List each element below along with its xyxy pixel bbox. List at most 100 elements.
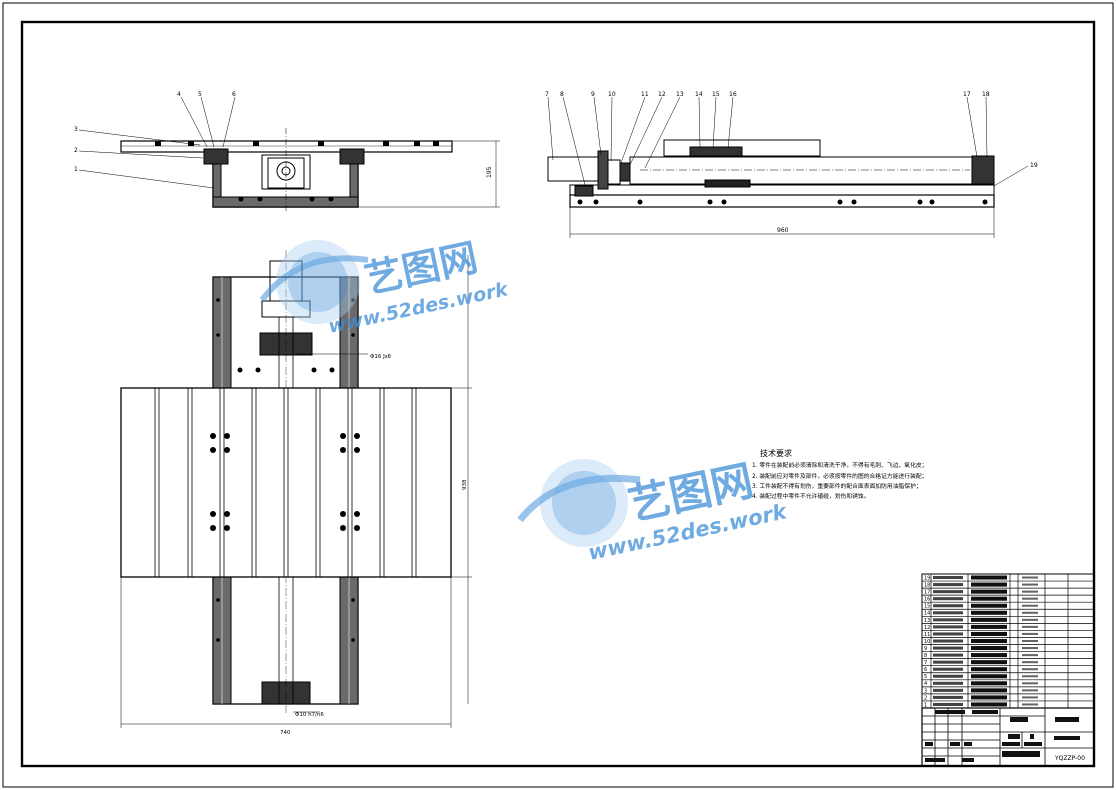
globe-logo-icon: [259, 240, 369, 324]
balloon: 13: [676, 91, 684, 98]
side-view-labels: 7 8 9 10 11 12 13 14 15 16 17 18 19 960: [545, 91, 1038, 234]
bom-item-number: 5: [924, 674, 927, 680]
bom-redacted-cell: [971, 702, 1007, 707]
bom-item-number: 3: [924, 688, 927, 694]
balloon: 3: [74, 126, 78, 133]
watermark-logo: 艺图网 www.52des.work: [517, 456, 791, 565]
balloon: 15: [712, 91, 720, 98]
bom-redacted-cell: [971, 646, 1007, 651]
bom-material-cell: [1022, 696, 1038, 699]
balloon: 18: [982, 91, 990, 98]
bom-material-cell: [1022, 689, 1038, 692]
bom-redactions: [933, 575, 1038, 707]
bore-fit-label: Φ10 h7/n6: [295, 712, 324, 718]
bom-code-cell: [933, 590, 963, 594]
balloon: 14: [695, 91, 703, 98]
bom-code-cell: [933, 618, 963, 622]
bom-redacted-cell: [971, 638, 1007, 644]
bom-material-cell: [1022, 618, 1038, 621]
balloon: 19: [1030, 162, 1038, 169]
bom-redacted-cell: [971, 695, 1007, 700]
bom-redacted-cell: [971, 624, 1007, 629]
end-section-view: [78, 96, 500, 212]
bom-code-cell: [933, 667, 963, 671]
bom-redacted-cell: [971, 582, 1007, 587]
bom-code-cell: [933, 681, 963, 685]
bom-code-cell: [933, 639, 963, 643]
bom-item-number: 1: [924, 702, 927, 708]
bom-material-cell: [1022, 675, 1038, 678]
bom-redacted-cell: [971, 667, 1007, 672]
parts-list: [921, 573, 1095, 709]
bom-material-cell: [1022, 647, 1038, 650]
bom-item-number: 9: [924, 646, 927, 652]
balloon: 17: [963, 91, 971, 98]
bom-code-cell: [933, 660, 963, 664]
balloon: 6: [232, 91, 236, 98]
tech-req-line: 4. 装配过程中零件不允许磕碰，划伤和锈蚀。: [752, 492, 870, 500]
drawing-number: YQZZP-00: [1054, 755, 1085, 762]
balloon: 4: [177, 91, 181, 98]
bom-material-cell: [1022, 625, 1038, 628]
bom-material-cell: [1022, 597, 1038, 600]
bom-item-number: 8: [924, 653, 927, 659]
bom-redacted-cell: [971, 589, 1007, 594]
bom-code-cell: [933, 576, 963, 580]
tech-req-line: 1. 零件在装配前必须清除和清洗干净，不得有毛刺、飞边、氧化皮；: [752, 461, 927, 469]
bom-item-number: 10: [924, 639, 930, 645]
bom-redacted-cell: [971, 688, 1007, 693]
bom-code-cell: [933, 625, 963, 629]
end-view-labels: 3 2 1 4 5 6 195: [74, 91, 493, 178]
bom-redacted-cell: [971, 617, 1007, 622]
bom-code-cell: [933, 597, 963, 601]
bom-code-cell: [933, 632, 963, 636]
bom-item-number: 19: [924, 575, 930, 581]
balloon: 8: [560, 91, 564, 98]
bom-material-cell: [1022, 668, 1038, 671]
tech-req-line: 2. 装配前应对零件及部件，必须按零件的图的合格证方能进行装配；: [752, 472, 927, 480]
bom-item-number: 13: [924, 618, 930, 624]
bom-code-cell: [933, 674, 963, 678]
bom-code-cell: [933, 646, 963, 650]
bom-redacted-cell: [971, 596, 1007, 601]
bom-redacted-cell: [971, 575, 1007, 580]
bom-code-cell: [933, 653, 963, 657]
side-elevation-view: [547, 96, 1029, 238]
bom-code-cell: [933, 702, 963, 706]
watermark-logo: 艺图网 www.52des.work: [259, 235, 511, 338]
plan-view-labels: Φ16 Js6 Φ10 h7/n6 938 740: [280, 354, 468, 736]
technical-requirements: 技术要求 1. 零件在装配前必须清除和清洗干净，不得有毛刺、飞边、氧化皮； 2.…: [752, 448, 927, 500]
bom-material-cell: [1022, 590, 1038, 593]
bom-redacted-cell: [971, 610, 1007, 615]
bom-redacted-cell: [971, 631, 1007, 636]
bom-code-cell: [933, 583, 963, 587]
bom-item-number: 6: [924, 667, 927, 673]
bom-code-cell: [933, 695, 963, 699]
balloon: 7: [545, 91, 549, 98]
bom-code-cell: [933, 611, 963, 615]
bom-item-number: 4: [924, 681, 927, 687]
height-dimension: 195: [486, 166, 493, 178]
bom-item-number: 18: [924, 583, 930, 589]
shaft-fit-label: Φ16 Js6: [370, 354, 392, 360]
bom-item-number: 15: [924, 604, 930, 610]
bom-material-cell: [1022, 661, 1038, 664]
bom-material-cell: [1022, 682, 1038, 685]
title-block: [921, 707, 1095, 767]
bom-item-number: 16: [924, 597, 930, 603]
bom-material-cell: [1022, 654, 1038, 657]
bom-material-cell: [1022, 604, 1038, 607]
balloon: 12: [658, 91, 666, 98]
bom-redacted-cell: [971, 653, 1007, 658]
bom-material-cell: [1022, 639, 1038, 643]
width-dimension: 740: [280, 730, 291, 736]
globe-logo-icon: [517, 459, 641, 547]
length-dimension: 960: [777, 227, 789, 234]
bom-material-cell: [1022, 632, 1038, 635]
tech-req-title: 技术要求: [760, 448, 792, 458]
balloon: 16: [729, 91, 737, 98]
plan-view: [120, 250, 472, 728]
bom-item-number: 11: [924, 632, 930, 638]
balloon: 5: [198, 91, 202, 98]
